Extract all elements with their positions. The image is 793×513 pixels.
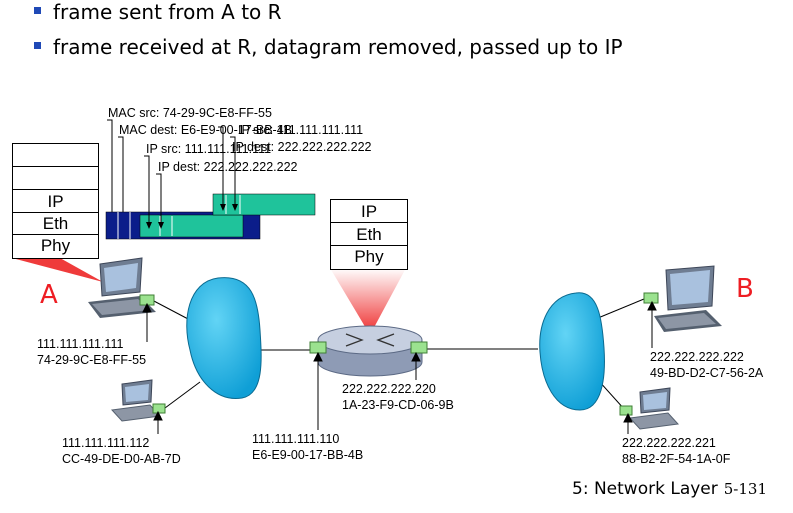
label-ip-src-inner: IP src: 111.111.111.111 xyxy=(146,142,271,156)
router-adapter-right xyxy=(410,341,428,354)
host-b-mac: 49-BD-D2-C7-56-2A xyxy=(650,366,764,380)
frame-label-leaders xyxy=(107,119,236,222)
footer-chapter: 5: Network Layer xyxy=(572,479,718,499)
stack-layer-app xyxy=(13,144,98,167)
datagram-inner-green xyxy=(139,214,244,238)
bullet-marker xyxy=(34,42,41,49)
subnet-cloud-right xyxy=(539,292,605,411)
adapter-b xyxy=(643,292,659,304)
label-mac-dest: MAC dest: E6-E9-00-17-BB-4B xyxy=(119,123,292,137)
bullet-1: frame sent from A to R xyxy=(34,0,282,24)
computer-icon-a2 xyxy=(110,379,162,422)
slide-footer: 5: Network Layer 5-131 xyxy=(572,479,767,499)
stack-layer-eth: Eth xyxy=(13,213,98,235)
stack-layer-phy: Phy xyxy=(40,236,71,255)
stack-projection-a xyxy=(12,258,103,282)
label-ip-src-outer: IP src: 111.111.111.111 xyxy=(238,123,363,137)
router-icon xyxy=(317,325,423,377)
protocol-stack-a: IP Eth Phy xyxy=(12,143,99,259)
host-a2-ip: 111.111.111.112 xyxy=(62,436,150,450)
stack-layer-ip: IP xyxy=(13,190,98,213)
computer-icon-b xyxy=(654,265,722,332)
router-left-ip: 111.111.111.110 xyxy=(252,432,340,446)
host-b-ip: 222.222.222.222 xyxy=(650,350,744,364)
host-label-a: A xyxy=(40,280,58,310)
datagram-sent-green xyxy=(212,193,316,216)
label-ip-dest-outer: IP dest: 222.222.222.222 xyxy=(232,140,372,154)
footer-page-number: 5-131 xyxy=(723,480,767,498)
computer-icon-a xyxy=(88,257,156,318)
link-a2 xyxy=(164,381,201,409)
adapter-b2 xyxy=(619,405,633,416)
stack-projection-router xyxy=(330,268,406,335)
host-a2-mac: CC-49-DE-D0-AB-7D xyxy=(62,452,181,466)
host-a-ip: 111.111.111.111 xyxy=(37,337,124,351)
label-mac-src: MAC src: 74-29-9C-E8-FF-55 xyxy=(108,106,272,120)
bullet-marker xyxy=(34,7,41,14)
protocol-stack-router: IP Eth Phy xyxy=(330,199,408,270)
link-a xyxy=(151,299,191,321)
stack-layer-phy: Phy xyxy=(354,247,384,266)
router-left-mac: E6-E9-00-17-BB-4B xyxy=(252,448,364,462)
bullet-text: frame sent from A to R xyxy=(53,0,282,24)
stack-layer-transport xyxy=(13,167,98,190)
stack-layer-eth: Eth xyxy=(331,223,407,246)
router-right-mac: 1A-23-F9-CD-06-9B xyxy=(342,398,454,412)
bullet-text: frame received at R, datagram removed, p… xyxy=(53,35,623,59)
stack-layer-ip: IP xyxy=(331,200,407,223)
label-ip-dest-inner: IP dest: 222.222.222.222 xyxy=(158,160,298,174)
host-b2-mac: 88-B2-2F-54-1A-0F xyxy=(622,452,731,466)
host-b2-ip: 222.222.222.221 xyxy=(622,436,716,450)
computer-icon-b2 xyxy=(628,387,680,430)
adapter-a2 xyxy=(152,403,166,414)
link-b xyxy=(597,298,645,319)
router-right-ip: 222.222.222.220 xyxy=(342,382,436,396)
host-label-b: B xyxy=(736,274,754,304)
frame-label-arrowheads xyxy=(146,204,238,229)
host-a-mac: 74-29-9C-E8-FF-55 xyxy=(37,353,147,367)
address-pointers xyxy=(142,300,657,434)
bullet-2: frame received at R, datagram removed, p… xyxy=(34,35,623,59)
router-adapter-left xyxy=(309,341,327,354)
subnet-cloud-left xyxy=(186,277,262,399)
